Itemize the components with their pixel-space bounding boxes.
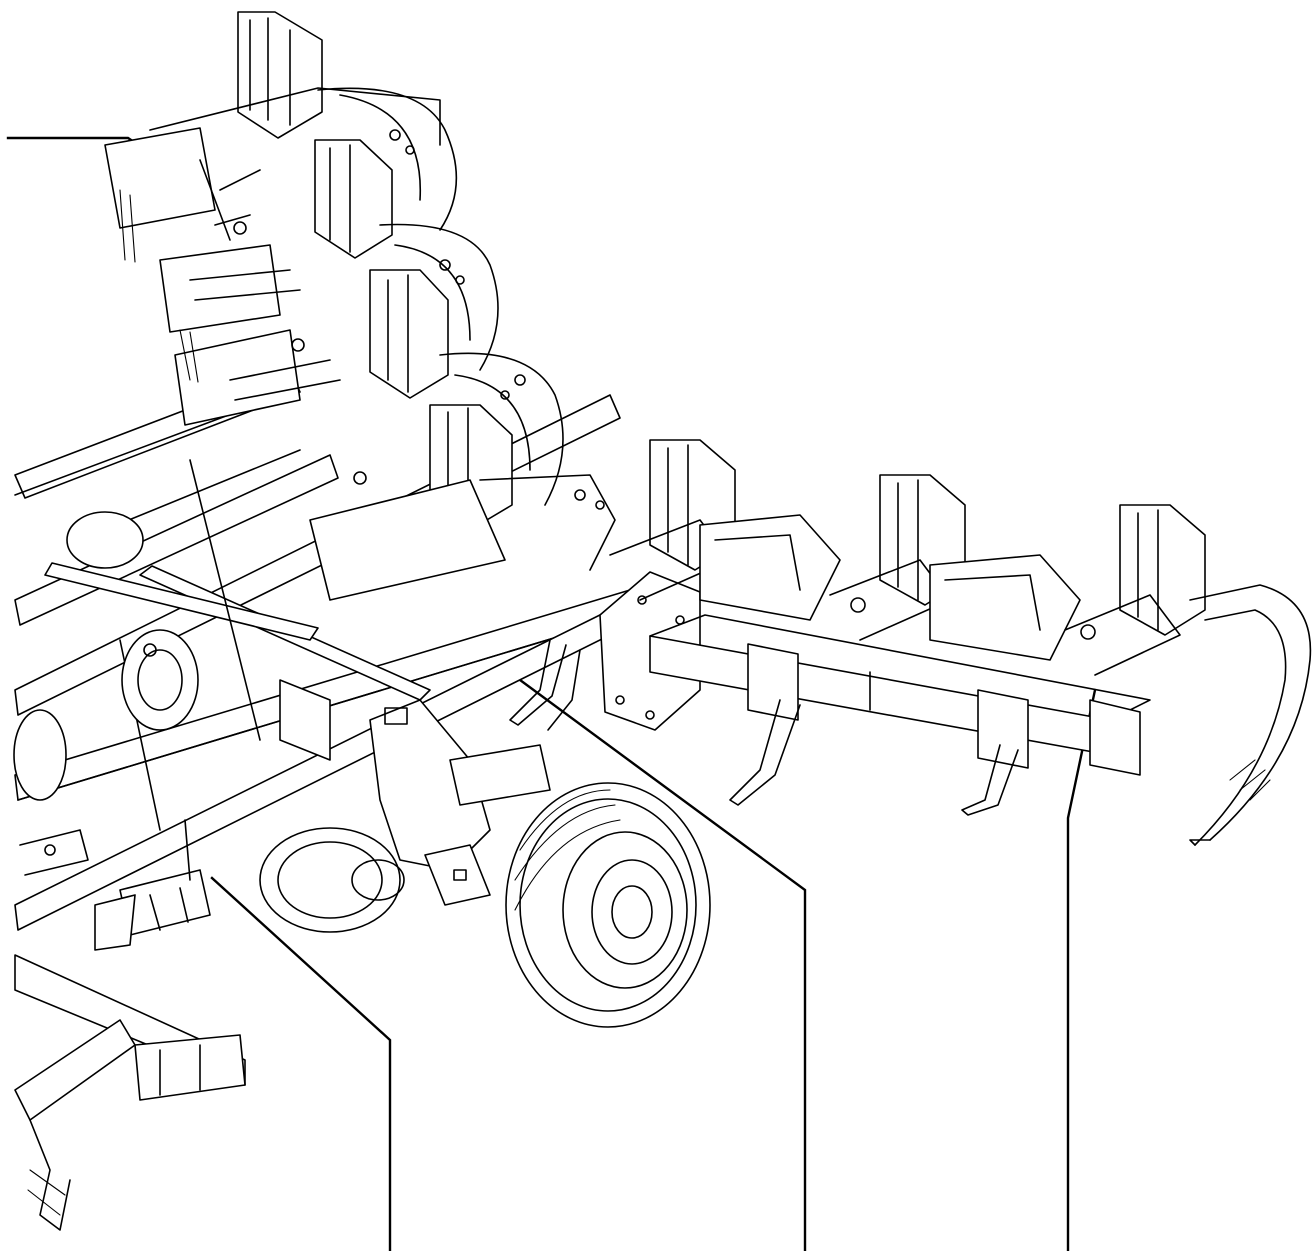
leader-line-wing-end — [1066, 688, 1097, 1251]
wing-frame — [509, 439, 1312, 846]
transport-wheels — [259, 699, 711, 1028]
leader-line-hitch — [210, 876, 392, 1251]
detail-marks — [143, 129, 605, 725]
leader-line-main-frame — [518, 678, 807, 1251]
hitch-tongue — [14, 819, 246, 1231]
folded-shank-stack — [104, 11, 616, 601]
